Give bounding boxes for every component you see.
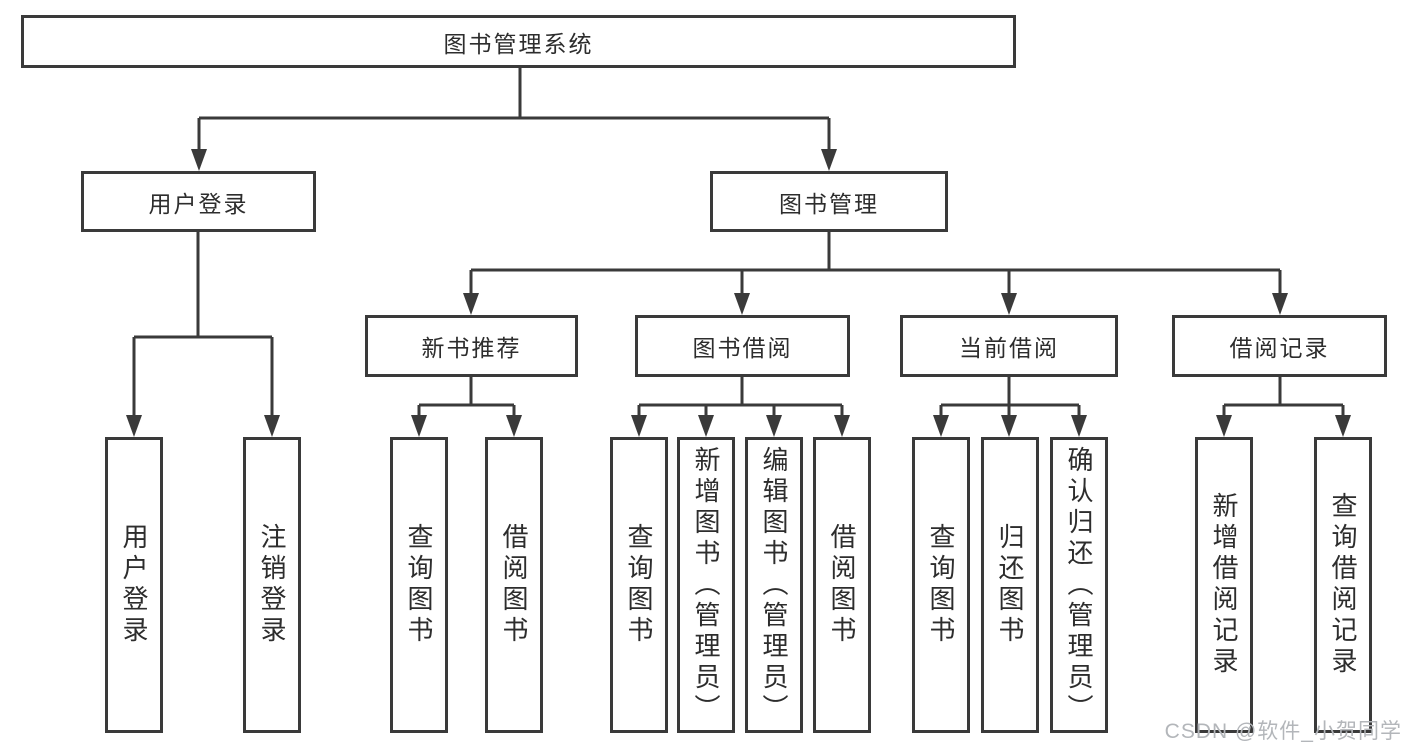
node-label: 确认归还（管理员） <box>1064 445 1094 725</box>
leaf-query-books-recommend: 查询图书 <box>390 437 448 733</box>
node-label: 查询图书 <box>404 523 434 647</box>
leaf-edit-books-admin: 编辑图书（管理员） <box>745 437 803 733</box>
leaf-borrow-books-recommend: 借阅图书 <box>485 437 543 733</box>
node-new-book-recommend: 新书推荐 <box>365 315 578 377</box>
node-label: 新书推荐 <box>421 335 522 361</box>
leaf-logout: 注销登录 <box>243 437 301 733</box>
node-label: 查询借阅记录 <box>1328 492 1358 678</box>
node-borrowing-records: 借阅记录 <box>1172 315 1387 377</box>
leaf-confirm-return-admin: 确认归还（管理员） <box>1050 437 1108 733</box>
node-label: 注销登录 <box>257 523 287 647</box>
node-label: 图书管理 <box>779 190 879 217</box>
node-label: 借阅图书 <box>827 523 857 647</box>
leaf-user-login: 用户登录 <box>105 437 163 733</box>
node-book-borrowing: 图书借阅 <box>635 315 850 377</box>
leaf-query-borrow-record: 查询借阅记录 <box>1314 437 1372 733</box>
node-label: 查询图书 <box>926 523 956 647</box>
node-label: 查询图书 <box>624 523 654 647</box>
node-book-management: 图书管理 <box>710 171 948 232</box>
node-label: 借阅记录 <box>1229 335 1330 361</box>
node-label: 新增图书（管理员） <box>691 445 721 725</box>
leaf-add-borrow-record: 新增借阅记录 <box>1195 437 1253 733</box>
node-label: 借阅图书 <box>499 523 529 647</box>
leaf-query-books-borrowing: 查询图书 <box>610 437 668 733</box>
node-label: 用户登录 <box>119 523 149 647</box>
csdn-watermark: CSDN @软件_小贺同学 <box>1164 720 1402 743</box>
node-user-login: 用户登录 <box>81 171 316 232</box>
node-label: 新增借阅记录 <box>1209 492 1239 678</box>
leaf-add-books-admin: 新增图书（管理员） <box>677 437 735 733</box>
node-label: 当前借阅 <box>959 335 1059 361</box>
node-label: 用户登录 <box>148 190 249 217</box>
leaf-return-books: 归还图书 <box>981 437 1039 733</box>
node-label: 图书管理系统 <box>443 30 594 57</box>
node-library-system: 图书管理系统 <box>21 15 1016 68</box>
node-current-borrowing: 当前借阅 <box>900 315 1118 377</box>
node-label: 图书借阅 <box>692 335 793 361</box>
leaf-query-books-current: 查询图书 <box>912 437 970 733</box>
node-label: 编辑图书（管理员） <box>759 445 789 725</box>
leaf-borrow-books: 借阅图书 <box>813 437 871 733</box>
node-label: 归还图书 <box>995 523 1025 647</box>
